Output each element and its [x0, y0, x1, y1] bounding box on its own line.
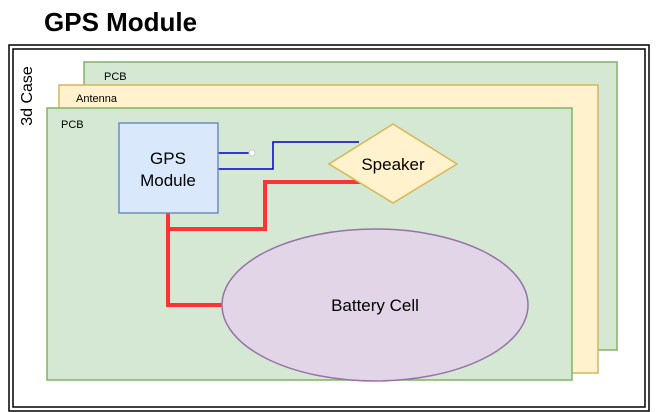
- gps-module-box: [118, 122, 219, 214]
- case-label: 3d Case: [19, 66, 36, 126]
- speaker-label: Speaker: [361, 155, 425, 174]
- power-wire-battery: [166, 213, 222, 307]
- page-title: GPS Module: [44, 7, 198, 37]
- signal-wires: [218, 141, 359, 170]
- gps-module-label-line1: GPS: [150, 149, 186, 168]
- speaker-diamond: [327, 123, 459, 204]
- gps-module-label-line2: Module: [140, 171, 196, 190]
- back-pcb-label: PCB: [104, 71, 127, 83]
- antenna-label: Antenna: [76, 93, 118, 105]
- battery-cell-ellipse: [221, 228, 529, 382]
- power-wires: [166, 180, 361, 307]
- antenna-connector: [248, 149, 256, 157]
- front-pcb-label: PCB: [61, 119, 84, 131]
- battery-cell-label: Battery Cell: [331, 296, 419, 315]
- speaker-signal-wire: [218, 141, 359, 170]
